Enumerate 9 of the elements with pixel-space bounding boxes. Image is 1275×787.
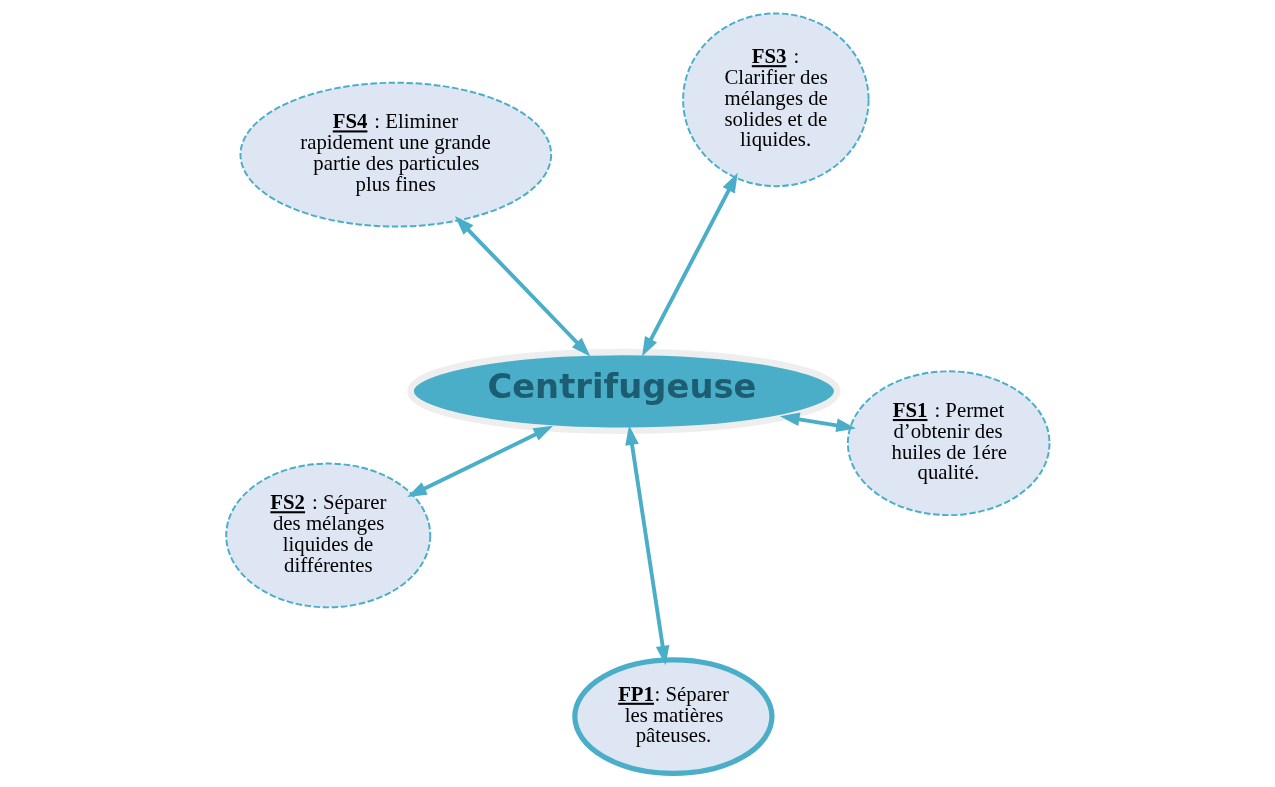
arrow: [624, 425, 669, 666]
node-circle: FS3 : Clarifier des mélanges de solides et de liquides.: [681, 12, 870, 188]
node-ellipse: FS1 : Permet d’obtenir des huiles de 1ére qualité.: [846, 370, 1050, 517]
arrow: [641, 172, 738, 357]
arrow: [454, 215, 590, 357]
node-ellipse: FP1: Séparer les matières pâteuses.: [571, 657, 775, 776]
arrow: [406, 425, 553, 497]
arrow: [779, 412, 856, 433]
node-ellipse: FS4 : Eliminer rapidement une grande partie des particules plus fines: [239, 81, 552, 228]
